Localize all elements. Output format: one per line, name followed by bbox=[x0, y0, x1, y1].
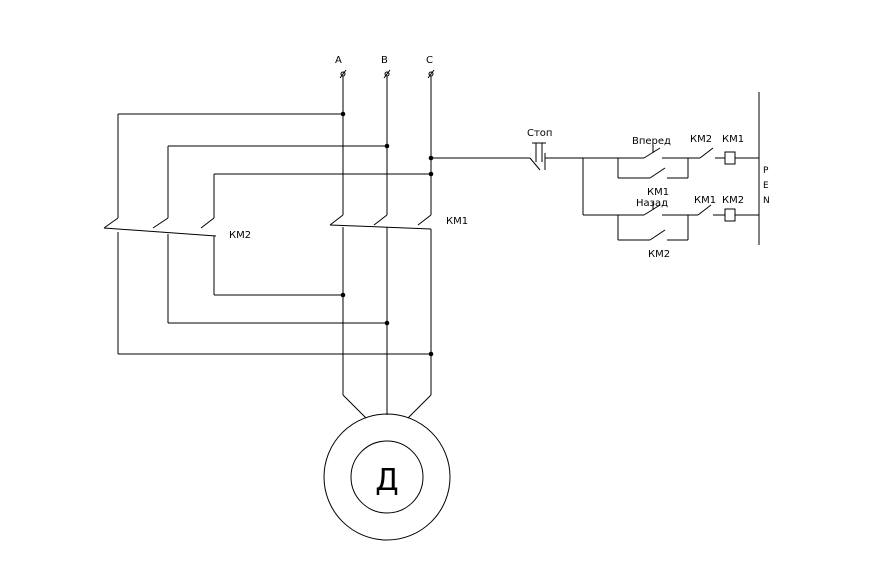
pen-conductor: P E N bbox=[758, 92, 770, 245]
pen-letter-e: E bbox=[763, 181, 769, 191]
phase-b-label: B bbox=[381, 55, 388, 66]
km1-power-contacts: КМ1 bbox=[329, 214, 468, 415]
phase-c-label: C bbox=[426, 55, 433, 66]
phase-terminals: A B C bbox=[335, 55, 435, 79]
km1-interlock-label: КМ1 bbox=[694, 195, 716, 206]
control-circuit: Стоп Вперед КМ1 КМ2 bbox=[431, 92, 770, 260]
forward-button bbox=[643, 145, 688, 159]
km1-coil-label: КМ1 bbox=[722, 134, 744, 145]
km2-interlock-label: КМ2 bbox=[690, 134, 712, 145]
phase-a-label: A bbox=[335, 55, 342, 66]
reversal-wiring bbox=[118, 292, 434, 357]
reverse-branch: Назад КМ2 КМ1 КМ2 bbox=[583, 195, 759, 260]
pen-letter-n: N bbox=[763, 196, 770, 206]
km2-power-contacts: КМ2 bbox=[103, 217, 251, 354]
forward-branch: Вперед КМ1 КМ2 КМ1 bbox=[583, 134, 759, 198]
forward-label: Вперед bbox=[632, 136, 671, 147]
km1-power-label: КМ1 bbox=[446, 216, 468, 227]
pen-letter-p: P bbox=[763, 166, 769, 176]
km2-coil-label: КМ2 bbox=[722, 195, 744, 206]
motor-label: Д bbox=[375, 463, 398, 498]
phase-bus-wires bbox=[117, 76, 434, 218]
reverse-label: Назад bbox=[636, 198, 668, 209]
reverse-button bbox=[643, 202, 688, 216]
motor: Д bbox=[323, 394, 451, 541]
km2-power-label: КМ2 bbox=[229, 230, 251, 241]
km2-hold-label: КМ2 bbox=[648, 249, 670, 260]
stop-button: Стоп bbox=[527, 128, 583, 171]
stop-label: Стоп bbox=[527, 128, 552, 139]
km1-hold-label: КМ1 bbox=[647, 187, 669, 198]
